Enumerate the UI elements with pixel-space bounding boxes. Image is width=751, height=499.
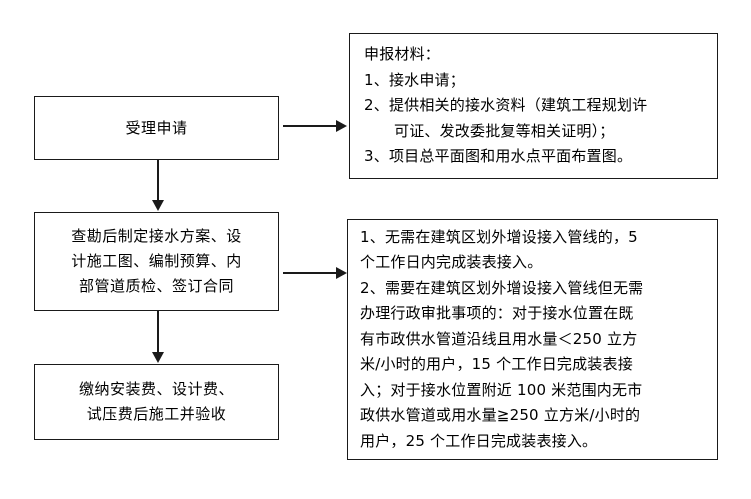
note-text-line: 3、项目总平面图和用水点平面布置图。 [364,147,633,166]
note-text-line: 2、提供相关的接水资料（建筑工程规划许 [364,96,648,115]
node-text-line: 受理申请 [125,118,188,137]
note-content: 申报材料： 1、接水申请； 2、提供相关的接水资料（建筑工程规划许 可证、发改委… [350,34,717,178]
note-node-application-materials[interactable]: 申报材料： 1、接水申请； 2、提供相关的接水资料（建筑工程规划许 可证、发改委… [349,33,718,179]
node-content: 缴纳安装费、设计费、 试压费后施工并验收 [35,365,278,439]
note-text-line: 米/小时的用户，15 个工作日完成装表接 [360,355,633,374]
node-text-line: 缴纳安装费、设计费、 [78,380,234,398]
connector-arrow-survey-to-payment [152,311,164,364]
note-content: 1、无需在建筑区划外增设接入管线的，5 个工作日内完成装表接入。 2、需要在建筑… [348,220,717,459]
note-text-line: 可证、发改委批复等相关证明）； [394,121,615,140]
connector-arrow-accept-to-survey [152,160,164,212]
note-text-line: 2、需要在建筑区划外增设接入管线但无需 [360,278,644,297]
process-node-accept-application[interactable]: 受理申请 [34,96,279,160]
process-node-payment-construction-acceptance[interactable]: 缴纳安装费、设计费、 试压费后施工并验收 [34,364,279,440]
arrow-head-right-icon [336,120,347,132]
arrow-head-down-icon [152,352,164,363]
note-text-line: 用户，25 个工作日完成装表接入。 [360,431,598,450]
node-content: 查勘后制定接水方案、设 计施工图、编制预算、内 部管道质检、签订合同 [35,213,278,310]
process-node-survey-design-contract[interactable]: 查勘后制定接水方案、设 计施工图、编制预算、内 部管道质检、签订合同 [34,212,279,311]
node-text-line: 试压费后施工并验收 [86,405,227,423]
note-text-line: 1、接水申请； [364,70,465,89]
node-text-line: 部管道质检、签订合同 [78,277,234,295]
node-text-line: 计施工图、编制预算、内 [71,252,242,270]
arrow-stem [283,272,338,274]
node-text-line: 查勘后制定接水方案、设 [71,227,242,245]
note-text-line: 办理行政审批事项的：对于接水位置在既 [360,304,634,323]
note-text-line: 1、无需在建筑区划外增设接入管线的，5 [360,227,638,246]
node-content: 受理申请 [35,97,278,159]
note-text-line: 个工作日内完成装表接入。 [360,253,543,272]
connector-arrow-accept-to-materials [283,120,347,132]
note-node-time-limits[interactable]: 1、无需在建筑区划外增设接入管线的，5 个工作日内完成装表接入。 2、需要在建筑… [347,219,718,460]
arrow-stem [283,125,338,127]
note-text-line: 有市政供水管道沿线且用水量＜250 立方 [360,329,638,348]
note-text-line: 政供水管道或用水量≧250 立方米/小时的 [360,406,641,425]
arrow-stem [157,311,159,354]
note-text-line: 入；对于接水位置附近 100 米范围内无市 [360,380,643,399]
connector-arrow-survey-to-timelimits [283,267,347,279]
note-text-line: 申报材料： [364,45,441,64]
arrow-head-right-icon [336,267,347,279]
arrow-stem [157,160,159,202]
arrow-head-down-icon [152,200,164,211]
